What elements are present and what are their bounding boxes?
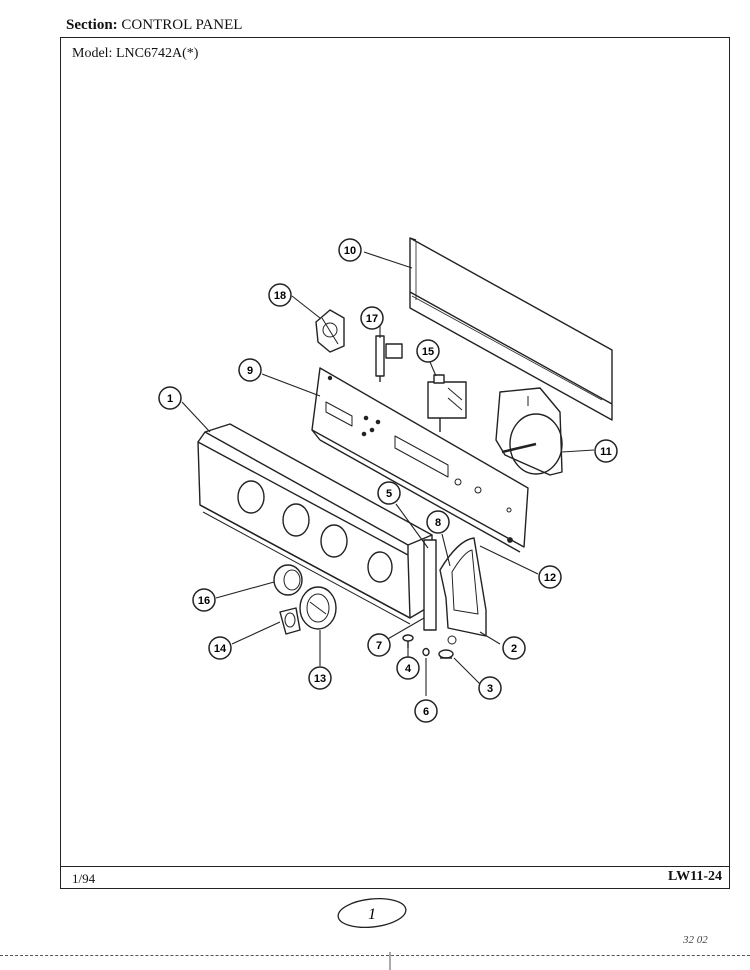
diagram-frame [60, 37, 730, 889]
callout-7: 7 [367, 633, 391, 657]
svg-text:18: 18 [274, 290, 286, 302]
svg-text:15: 15 [422, 346, 434, 358]
callout-17: 17 [360, 306, 384, 330]
callout-9: 9 [238, 358, 262, 382]
callout-8: 8 [426, 510, 450, 534]
svg-text:17: 17 [366, 313, 378, 325]
callout-2: 2 [502, 636, 526, 660]
part-16-knob [273, 564, 303, 596]
callout-3: 3 [478, 676, 502, 700]
footer-date: 1/94 [72, 871, 96, 886]
footer-rule [60, 866, 730, 867]
part-10-rear-panel [409, 237, 613, 421]
svg-text:9: 9 [247, 365, 253, 377]
callout-11: 11 [594, 439, 618, 463]
svg-text:13: 13 [314, 673, 326, 685]
part-14-knob [279, 607, 301, 635]
part-3-screw [438, 649, 454, 659]
svg-text:11: 11 [600, 446, 612, 458]
bottom-dashed-rule [0, 955, 750, 956]
handwritten-scribble: 32 02 [683, 934, 708, 946]
callout-16: 16 [192, 588, 216, 612]
callout-15: 15 [416, 339, 440, 363]
page-mark: 1 [337, 897, 407, 929]
svg-text:7: 7 [376, 640, 382, 652]
svg-text:1: 1 [368, 906, 376, 923]
callout-14: 14 [208, 636, 232, 660]
callout-6: 6 [414, 699, 438, 723]
section-label: Section: [66, 17, 118, 33]
svg-text:3: 3 [487, 683, 493, 695]
callout-4: 4 [396, 656, 420, 680]
model-line: Model: LNC6742A(*) [72, 46, 198, 62]
svg-text:5: 5 [386, 488, 392, 500]
svg-text:1: 1 [167, 393, 173, 405]
section-value: CONTROL PANEL [121, 17, 243, 33]
part-9-panel-plate [311, 367, 529, 553]
svg-text:8: 8 [435, 517, 441, 529]
part-11-wheel [495, 387, 563, 476]
part-12-bumper [507, 537, 513, 543]
section-header: Section: CONTROL PANEL [66, 17, 242, 34]
callout-12: 12 [538, 565, 562, 589]
part-6-clip [422, 647, 430, 657]
footer-page-code: LW11-24 [668, 869, 722, 884]
part-4-screw [402, 634, 414, 648]
part-1-console-panel [197, 423, 433, 625]
part-15-selector [427, 374, 467, 432]
model-label: Model: [72, 46, 113, 61]
part-5-bracket [423, 539, 437, 631]
svg-text:6: 6 [423, 706, 429, 718]
svg-text:14: 14 [214, 643, 227, 655]
svg-text:10: 10 [344, 245, 356, 257]
part-13-dial [299, 586, 337, 630]
part-18-timer [315, 309, 345, 353]
callout-1: 1 [158, 386, 182, 410]
svg-text:12: 12 [544, 572, 556, 584]
part-2-end-cap [439, 537, 487, 645]
svg-text:4: 4 [405, 663, 412, 675]
callout-18: 18 [268, 283, 292, 307]
model-value: LNC6742A(*) [115, 46, 199, 61]
part-17-switch [375, 335, 403, 382]
callout-5: 5 [377, 481, 401, 505]
callout-13: 13 [308, 666, 332, 690]
svg-text:2: 2 [511, 643, 517, 655]
svg-text:16: 16 [198, 595, 210, 607]
callouts: 10 18 17 15 9 1 11 5 8 12 16 2 7 14 4 13… [158, 238, 618, 723]
callout-10: 10 [338, 238, 362, 262]
